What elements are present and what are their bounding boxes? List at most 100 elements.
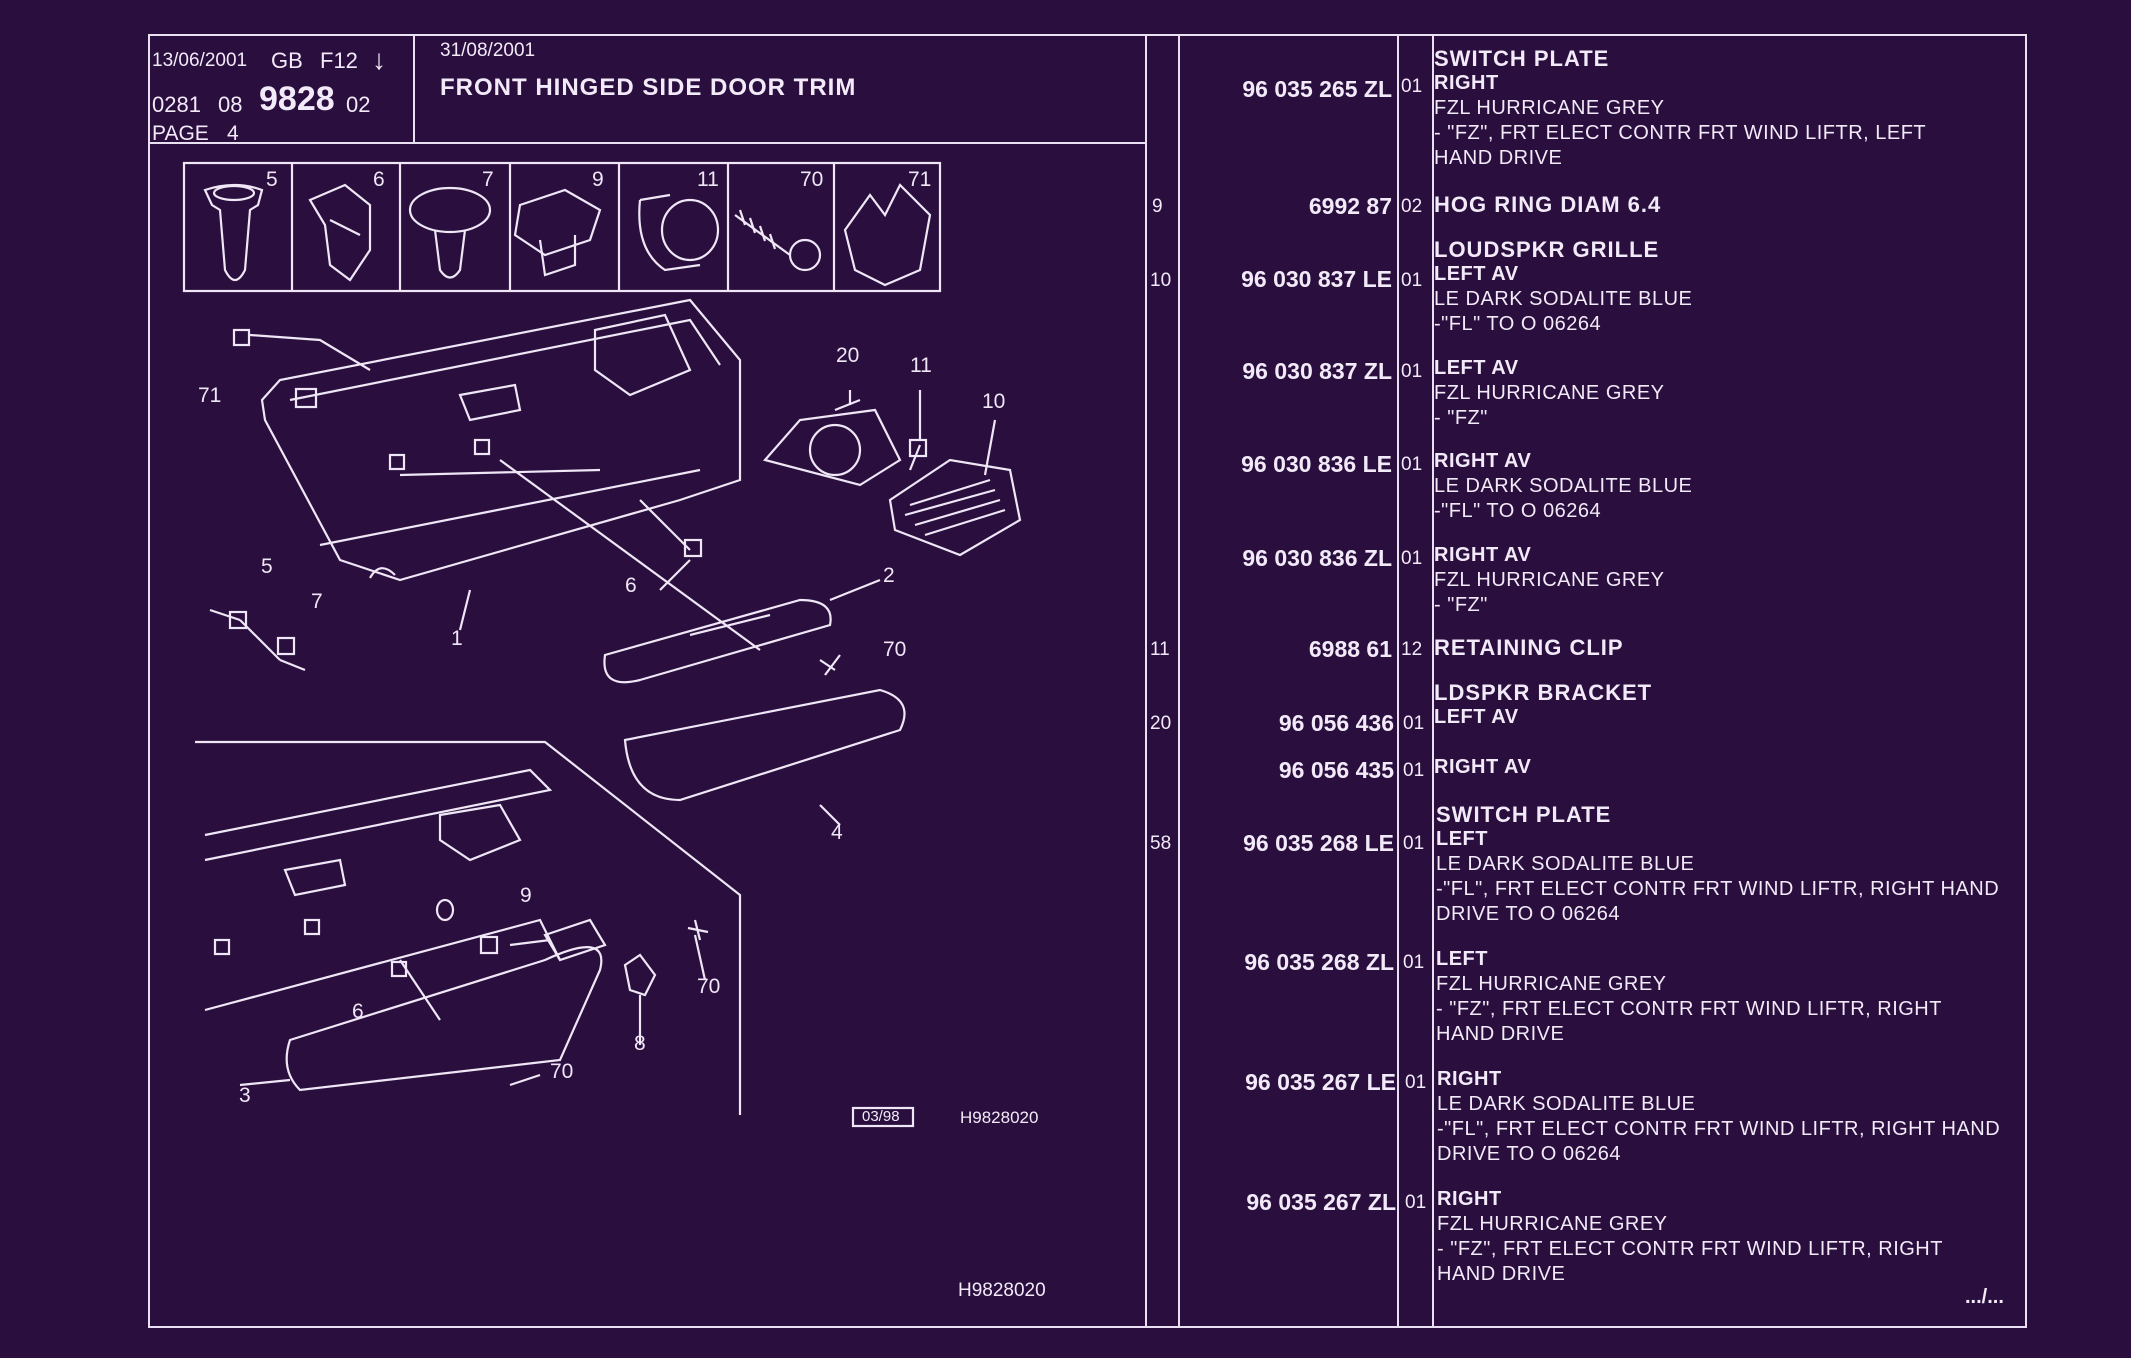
revision-date: 31/08/2001 — [440, 40, 536, 61]
description: HOG RING DIAM 6.4 — [1434, 192, 1661, 217]
desc-line: -"FL", FRT ELECT CONTR FRT WIND LIFTR, R… — [1437, 1118, 2001, 1140]
column-divider — [1397, 34, 1399, 1326]
column-divider — [1145, 34, 1147, 1326]
part-number: 96 035 267 LE — [1245, 1069, 1396, 1095]
catalog-sub: 08 — [218, 92, 243, 117]
exploded-drawing: 5 6 7 9 11 70 71 — [182, 161, 1022, 1128]
callout: 7 — [311, 590, 323, 613]
callout: 6 — [352, 1000, 364, 1023]
part-number: 96 035 265 ZL — [1242, 76, 1392, 102]
desc-line: FZL HURRICANE GREY — [1436, 973, 1667, 995]
quantity: 01 — [1401, 270, 1423, 291]
desc-line: -"FL", FRT ELECT CONTR FRT WIND LIFTR, R… — [1436, 878, 2000, 900]
desc-line: RIGHT — [1437, 1188, 1502, 1210]
column-divider — [1432, 34, 1434, 1326]
callout: 8 — [634, 1032, 646, 1055]
desc-line: HAND DRIVE — [1436, 1023, 1565, 1045]
quantity: 01 — [1403, 833, 1425, 854]
callout: 70 — [550, 1060, 573, 1083]
quantity: 12 — [1401, 639, 1423, 660]
part-number: 96 035 268 ZL — [1244, 949, 1394, 975]
quantity: 01 — [1401, 361, 1423, 382]
header-divider — [148, 142, 1145, 144]
catalog-number: 9828 — [259, 80, 335, 118]
desc-line: LEFT AV — [1434, 263, 1519, 285]
icon-number: 71 — [908, 168, 931, 191]
desc-line: - "FZ", FRT ELECT CONTR FRT WIND LIFTR, … — [1434, 122, 1927, 144]
callout: 1 — [451, 627, 463, 650]
quantity: 02 — [1401, 196, 1423, 217]
page-label: PAGE — [152, 122, 209, 145]
desc-line: - "FZ" — [1434, 407, 1488, 429]
print-date: 13/06/2001 — [152, 50, 248, 71]
quantity: 01 — [1401, 548, 1423, 569]
part-title: LDSPKR BRACKET — [1434, 680, 1653, 705]
callout: 70 — [883, 638, 906, 661]
callout: 70 — [697, 975, 720, 998]
part-number: 96 030 837 LE — [1241, 266, 1392, 292]
column-divider — [1178, 34, 1180, 1326]
desc-line: HAND DRIVE — [1434, 147, 1563, 169]
part-icon-strip — [182, 161, 942, 293]
callout: 10 — [982, 390, 1005, 413]
continuation-mark: .../... — [1965, 1286, 2004, 1308]
desc-line: HOG RING DIAM 6.4 — [1434, 192, 1662, 217]
quantity: 01 — [1401, 454, 1423, 475]
header-divider-vertical — [413, 34, 415, 144]
part-number: 6988 61 — [1308, 636, 1392, 662]
desc-line: RIGHT AV — [1434, 756, 1532, 778]
description: SWITCH PLATE LEFT LE DARK SODALITE BLUE … — [1436, 802, 1999, 927]
stamp-box — [851, 1106, 915, 1128]
icon-number: 6 — [373, 168, 385, 191]
desc-line: DRIVE TO O 06264 — [1437, 1143, 1622, 1165]
stamp-date: 03/98 — [862, 1108, 900, 1125]
desc-line: -"FL" TO O 06264 — [1434, 500, 1602, 522]
callout: 4 — [831, 821, 843, 844]
callout: 20 — [836, 344, 859, 367]
callout: 11 — [910, 354, 932, 377]
door-panel-lower — [195, 740, 742, 1115]
desc-line: LEFT AV — [1434, 357, 1519, 379]
part-number: 96 030 836 ZL — [1242, 545, 1392, 571]
desc-line: RIGHT AV — [1434, 544, 1532, 566]
page-frame — [148, 34, 2027, 1328]
callout-numbers: 71 20 11 10 5 7 6 1 2 70 4 9 70 6 8 3 70 — [198, 344, 1005, 1107]
desc-line: LE DARK SODALITE BLUE — [1436, 853, 1695, 875]
ref-number: 58 — [1150, 833, 1172, 854]
desc-line: RETAINING CLIP — [1434, 635, 1624, 660]
description: SWITCH PLATE RIGHT FZL HURRICANE GREY - … — [1434, 46, 1926, 171]
description: RIGHT AV LE DARK SODALITE BLUE -"FL" TO … — [1434, 449, 1692, 524]
callout: 9 — [520, 884, 532, 907]
description: LEFT FZL HURRICANE GREY - "FZ", FRT ELEC… — [1436, 947, 1942, 1047]
desc-line: - "FZ", FRT ELECT CONTR FRT WIND LIFTR, … — [1437, 1238, 1943, 1260]
desc-line: -"FL" TO O 06264 — [1434, 313, 1602, 335]
ref-number: 11 — [1150, 639, 1170, 660]
desc-line: FZL HURRICANE GREY — [1434, 97, 1665, 119]
ref-number: 20 — [1150, 713, 1172, 734]
desc-line: - "FZ" — [1434, 594, 1488, 616]
part-number: 96 030 837 ZL — [1242, 358, 1392, 384]
part-number: 6992 87 — [1308, 193, 1392, 219]
icon-number: 5 — [266, 168, 278, 191]
desc-line: FZL HURRICANE GREY — [1434, 569, 1665, 591]
description: RIGHT LE DARK SODALITE BLUE -"FL", FRT E… — [1437, 1067, 2000, 1167]
description: RIGHT AV — [1434, 755, 1531, 780]
icon-number: 7 — [482, 168, 494, 191]
ref-number: 9 — [1152, 196, 1163, 217]
part-number: 96 035 267 ZL — [1246, 1189, 1396, 1215]
part-number: 96 030 836 LE — [1241, 451, 1392, 477]
desc-line: RIGHT — [1434, 72, 1499, 94]
part-title: LOUDSPKR GRILLE — [1434, 237, 1660, 262]
desc-line: HAND DRIVE — [1437, 1263, 1566, 1285]
callout: 6 — [625, 574, 637, 597]
desc-line: LE DARK SODALITE BLUE — [1434, 475, 1693, 497]
desc-line: LEFT — [1436, 948, 1488, 970]
quantity: 01 — [1403, 760, 1425, 781]
page-title: FRONT HINGED SIDE DOOR TRIM — [440, 74, 857, 101]
desc-line: LE DARK SODALITE BLUE — [1434, 288, 1693, 310]
drawing-ref: H9828020 — [960, 1108, 1039, 1127]
part-number: 96 056 436 — [1278, 710, 1394, 736]
desc-line: LEFT AV — [1434, 706, 1519, 728]
desc-line: FZL HURRICANE GREY — [1434, 382, 1665, 404]
quantity: 01 — [1403, 952, 1425, 973]
